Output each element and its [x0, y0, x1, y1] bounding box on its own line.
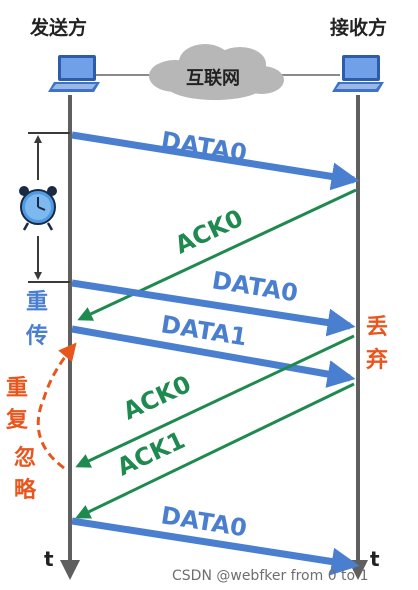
message-arrow-ack0-duplicate	[75, 334, 355, 468]
message-label-data0-retransmit: DATA0	[210, 266, 300, 307]
message-arrow-data0-first	[71, 131, 360, 191]
duplicate-ignore-char-4: 略	[14, 477, 37, 503]
message-arrow-ack1	[75, 382, 355, 519]
duplicate-ignore-char-3: 忽	[14, 445, 36, 471]
duplicate-ignore-char-1: 重	[6, 376, 28, 401]
watermark: CSDN @webfker from 0 to 1	[172, 568, 368, 584]
message-label-ack1: ACK1	[113, 426, 190, 482]
message-arrow-data0-next	[71, 517, 360, 576]
receiver-time-label: t	[370, 547, 380, 571]
sender-computer-icon	[48, 55, 100, 92]
network-label: 互联网	[186, 68, 240, 89]
message-arrow-data0-retransmit	[71, 279, 356, 337]
message-label-data0-first: DATA0	[159, 126, 249, 167]
message-arrow-data1	[71, 325, 356, 388]
discard-label-char-1: 丢	[366, 315, 388, 340]
message-arrow-ack0-lost-copy	[77, 188, 357, 321]
timeout-bracket	[28, 132, 70, 283]
sender-title: 发送方	[29, 16, 87, 39]
cloud-icon	[149, 44, 284, 100]
retransmit-label-char-2: 传	[25, 324, 48, 349]
sender-time-label: t	[44, 547, 54, 571]
retransmit-label-char-1: 重	[26, 290, 48, 315]
alarm-clock-icon	[19, 186, 57, 231]
receiver-computer-icon	[332, 55, 384, 92]
discard-label-char-2: 弃	[366, 347, 388, 373]
message-label-ack0-first: ACK0	[171, 204, 248, 260]
duplicate-ignore-char-2: 复	[5, 407, 29, 433]
duplicate-ignore-curve	[36, 342, 77, 470]
receiver-title: 接收方	[330, 16, 387, 39]
